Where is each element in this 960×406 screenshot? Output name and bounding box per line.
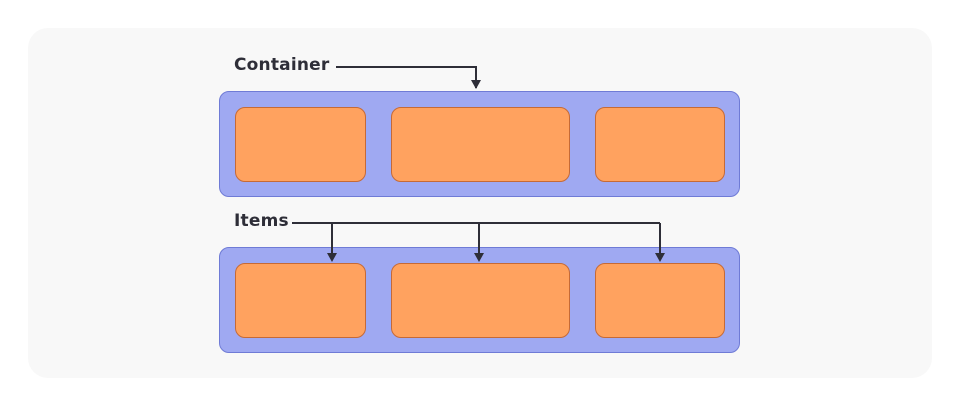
flex-item-2: [391, 263, 570, 338]
flex-item-1: [235, 263, 366, 338]
flex-item-3: [595, 107, 725, 182]
container-label: Container: [234, 55, 330, 75]
items-label: Items: [234, 211, 289, 231]
flex-item-3: [595, 263, 725, 338]
flex-container-bottom: [219, 247, 740, 353]
flex-item-2: [391, 107, 570, 182]
flex-container-top: [219, 91, 740, 197]
flex-item-1: [235, 107, 366, 182]
